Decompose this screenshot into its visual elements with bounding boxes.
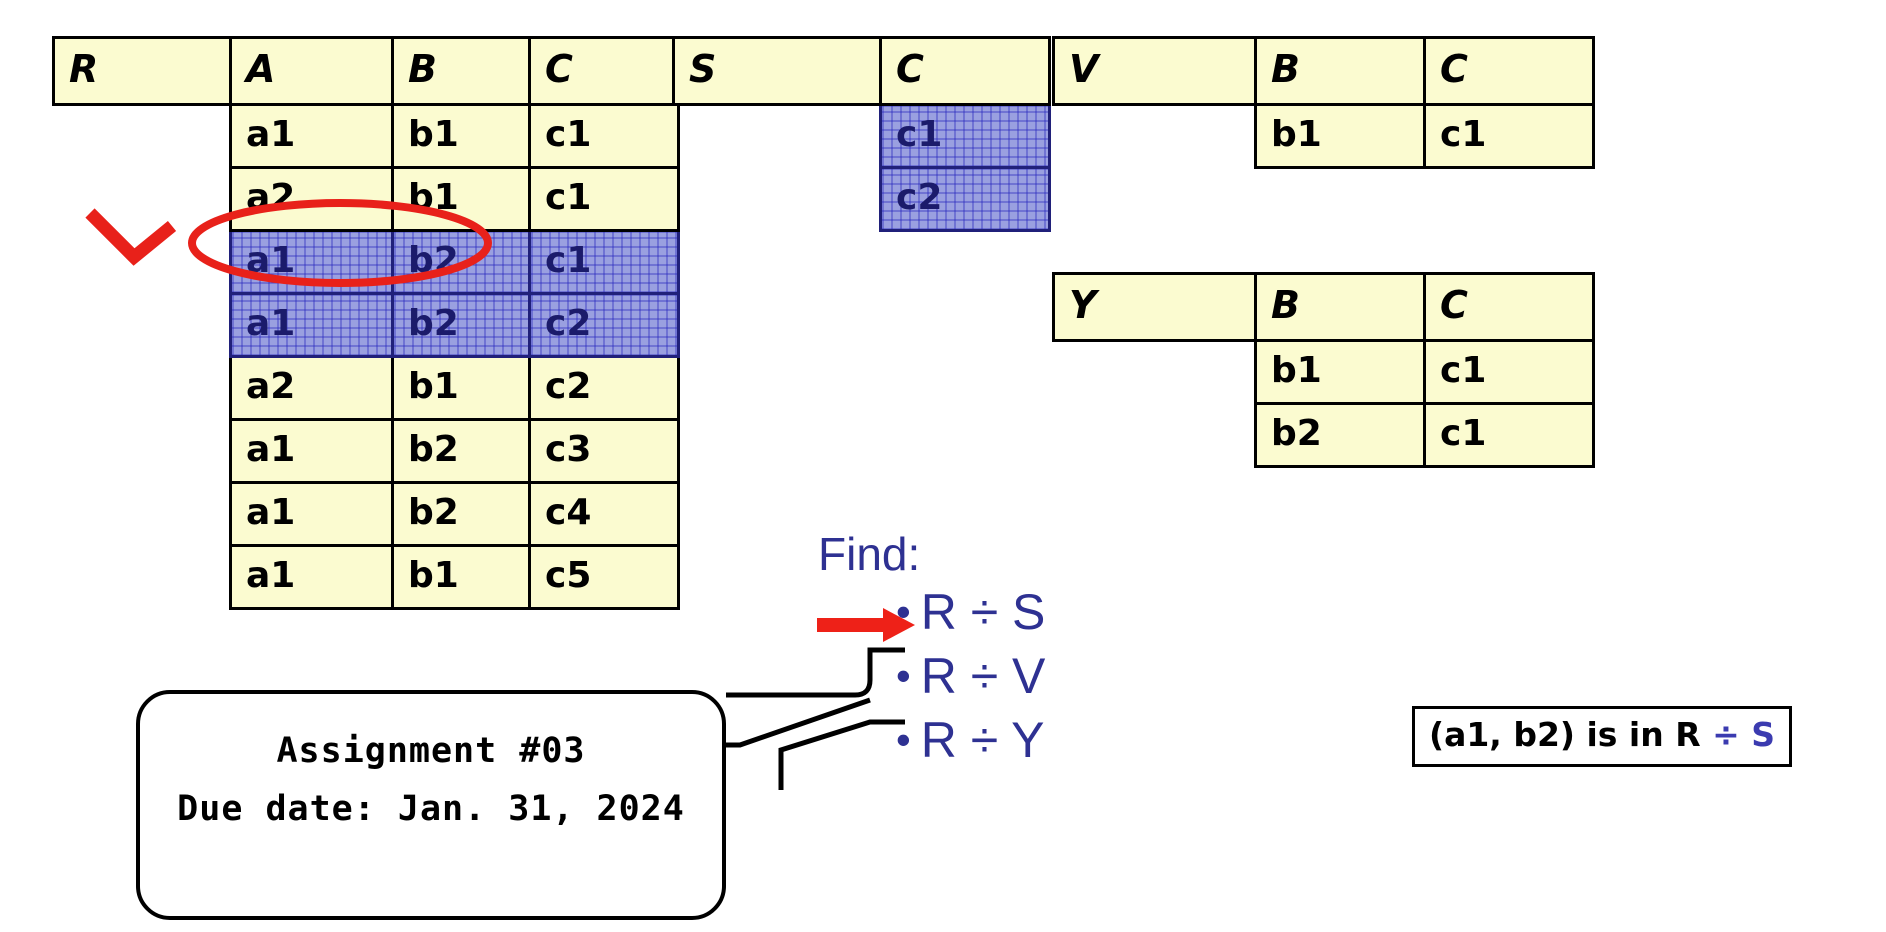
result-note-prefix: (a1, b2) is in R: [1429, 715, 1713, 754]
table-s-col-c: C: [879, 36, 1051, 106]
table-row-highlighted: c1: [674, 103, 1051, 169]
table-r-cell-c: c2: [528, 292, 680, 358]
table-r-cell-b: b1: [391, 355, 531, 421]
bullet-icon: •: [896, 652, 911, 699]
table-v-gutter: [1054, 105, 1256, 168]
table-r-cell-b: b2: [391, 292, 531, 358]
table-row: a1 b1 c1: [54, 103, 680, 169]
table-row: a2 b1 c1: [54, 166, 680, 232]
table-row-header: Y B C: [1052, 272, 1595, 342]
table-r-cell-a: a1: [229, 292, 394, 358]
table-v-name: V: [1052, 36, 1257, 106]
assignment-callout: Assignment #03 Due date: Jan. 31, 2024: [136, 690, 726, 920]
assignment-title: Assignment #03: [276, 731, 586, 771]
table-s-name: S: [672, 36, 882, 106]
find-item-label: R ÷ S: [920, 584, 1046, 640]
table-row-header: R A B C: [52, 36, 680, 106]
table-r-cell-c: c1: [528, 166, 680, 232]
table-r-col-c: C: [528, 36, 680, 106]
table-row: a1 b2 c4: [54, 481, 680, 547]
table-r-body: R A B C a1 b1 c1 a2 b1 c1 a1 b2 c1 a1 b2…: [52, 36, 680, 610]
find-item-label: R ÷ Y: [920, 712, 1045, 768]
table-r-cell-c: c1: [528, 103, 680, 169]
table-y-body: Y B C b1 c1 b2 c1: [1052, 272, 1595, 468]
find-item-label: R ÷ V: [920, 648, 1046, 704]
table-row: b2 c1: [1054, 402, 1595, 468]
table-row-highlighted: a1 b2 c2: [54, 292, 680, 358]
table-s-cell-c: c1: [879, 103, 1051, 169]
table-r-cell-a: a1: [229, 418, 394, 484]
relation-table-s: S C c1 c2: [672, 36, 1051, 232]
relation-table-y: Y B C b1 c1 b2 c1: [1052, 272, 1595, 468]
table-r-gutter: [54, 483, 231, 546]
table-y-cell-c: c1: [1423, 402, 1595, 468]
result-note-operator: ÷ S: [1712, 715, 1776, 754]
table-r-cell-a: a2: [229, 166, 394, 232]
table-y-col-c: C: [1423, 272, 1595, 342]
table-row: a2 b1 c2: [54, 355, 680, 421]
table-row: a1 b1 c5: [54, 544, 680, 610]
table-row: b1 c1: [1054, 339, 1595, 405]
find-block: Find: • R ÷ S • R ÷ V • R ÷ Y: [818, 528, 1045, 772]
table-r-cell-b: b1: [391, 544, 531, 610]
table-r-gutter: [54, 546, 231, 609]
table-y-cell-b: b1: [1254, 339, 1426, 405]
table-r-gutter: [54, 231, 231, 294]
table-s-body: S C c1 c2: [672, 36, 1051, 232]
table-r-cell-a: a1: [229, 544, 394, 610]
table-v-body: V B C b1 c1: [1052, 36, 1595, 169]
table-r-cell-c: c2: [528, 355, 680, 421]
table-s-cell-c: c2: [879, 166, 1051, 232]
result-note-box: (a1, b2) is in R ÷ S: [1412, 706, 1793, 767]
table-r-gutter: [54, 294, 231, 357]
table-r-cell-b: b2: [391, 481, 531, 547]
find-item-r-div-s: • R ÷ S: [896, 580, 1045, 644]
assignment-due-date: Due date: Jan. 31, 2024: [177, 789, 685, 829]
table-v-col-b: B: [1254, 36, 1426, 106]
table-y-cell-b: b2: [1254, 402, 1426, 468]
bullet-icon: •: [896, 588, 911, 635]
table-y-cell-c: c1: [1423, 339, 1595, 405]
table-row: b1 c1: [1054, 103, 1595, 169]
table-row-header: S C: [672, 36, 1051, 106]
table-r-cell-c: c4: [528, 481, 680, 547]
table-r-cell-c: c1: [528, 229, 680, 295]
table-r-cell-b: b1: [391, 166, 531, 232]
table-r-cell-a: a2: [229, 355, 394, 421]
relation-table-v: V B C b1 c1: [1052, 36, 1595, 169]
table-s-gutter: [674, 105, 881, 168]
table-v-col-c: C: [1423, 36, 1595, 106]
table-row: a1 b2 c3: [54, 418, 680, 484]
table-y-gutter: [1054, 341, 1256, 404]
table-row-header: V B C: [1052, 36, 1595, 106]
table-r-cell-a: a1: [229, 229, 394, 295]
table-y-gutter: [1054, 404, 1256, 467]
table-r-col-b: B: [391, 36, 531, 106]
table-y-name: Y: [1052, 272, 1257, 342]
table-r-cell-b: b2: [391, 418, 531, 484]
table-y-col-b: B: [1254, 272, 1426, 342]
table-r-gutter: [54, 357, 231, 420]
find-item-r-div-y: • R ÷ Y: [896, 708, 1045, 772]
table-r-cell-b: b2: [391, 229, 531, 295]
table-s-gutter: [674, 168, 881, 231]
bullet-icon: •: [896, 716, 911, 763]
table-r-name: R: [52, 36, 232, 106]
table-row-highlighted: a1 b2 c1: [54, 229, 680, 295]
table-r-cell-c: c3: [528, 418, 680, 484]
table-r-col-a: A: [229, 36, 394, 106]
table-v-cell-c: c1: [1423, 103, 1595, 169]
find-label: Find:: [818, 528, 921, 580]
table-r-gutter: [54, 420, 231, 483]
table-r-gutter: [54, 168, 231, 231]
table-v-cell-b: b1: [1254, 103, 1426, 169]
table-r-cell-a: a1: [229, 103, 394, 169]
relation-table-r: R A B C a1 b1 c1 a2 b1 c1 a1 b2 c1 a1 b2…: [52, 36, 680, 610]
find-item-r-div-v: • R ÷ V: [896, 644, 1045, 708]
table-r-cell-a: a1: [229, 481, 394, 547]
table-row-highlighted: c2: [674, 166, 1051, 232]
table-r-gutter: [54, 105, 231, 168]
table-r-cell-b: b1: [391, 103, 531, 169]
table-r-cell-c: c5: [528, 544, 680, 610]
